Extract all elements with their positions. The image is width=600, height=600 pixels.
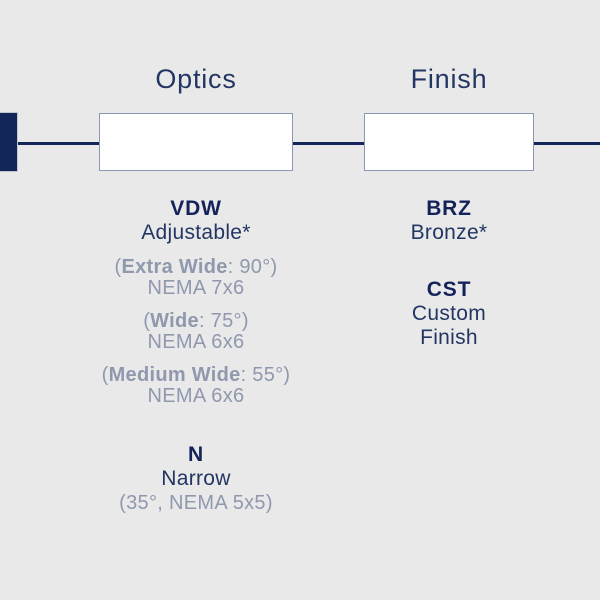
detail-line: (Wide: 75°) (71, 311, 321, 332)
detail-line: (35°, NEMA 5x5) (71, 491, 321, 515)
option-brz: BRZ Bronze* (349, 197, 549, 245)
option-detail-medium-wide: (Medium Wide: 55°) NEMA 6x6 (71, 365, 321, 407)
option-detail-wide: (Wide: 75°) NEMA 6x6 (71, 311, 321, 353)
option-n: N Narrow (35°, NEMA 5x5) (71, 443, 321, 515)
detail-line: (Medium Wide: 55°) (71, 365, 321, 386)
optics-column-title: Optics (155, 64, 237, 94)
detail-bold: Medium Wide (108, 364, 241, 386)
option-vdw: VDW Adjustable* (Extra Wide: 90°) NEMA 7… (71, 197, 321, 407)
option-name-narrow: Narrow (161, 467, 231, 490)
flow-line (0, 142, 600, 145)
optics-code-box (99, 113, 293, 171)
detail-line: (Extra Wide: 90°) (71, 257, 321, 278)
detail-bold: Extra Wide (121, 256, 228, 278)
detail-post: : 75°) (198, 310, 249, 332)
option-code-brz: BRZ (426, 197, 472, 220)
finish-column-title: Finish (410, 64, 488, 94)
detail-pre: ( (101, 364, 109, 386)
finish-options-list: BRZ Bronze* CST Custom Finish (349, 197, 549, 350)
option-name-bronze: Bronze* (410, 221, 488, 244)
detail-pre: ( (143, 310, 151, 332)
detail-nema: NEMA 7x6 (147, 277, 245, 299)
detail-post: (35°, NEMA 5x5) (119, 492, 273, 514)
flow-start-block (0, 112, 18, 172)
detail-pre: ( (114, 256, 122, 278)
option-name-custom-finish: Custom Finish (411, 302, 487, 349)
option-code-n: N (188, 443, 204, 466)
detail-bold: Wide (150, 310, 199, 332)
option-detail-narrow: (35°, NEMA 5x5) (71, 491, 321, 515)
option-code-cst: CST (426, 278, 472, 301)
option-code-vdw: VDW (170, 197, 222, 220)
detail-nema: NEMA 6x6 (147, 385, 245, 407)
option-cst: CST Custom Finish (349, 278, 549, 350)
detail-post: : 90°) (227, 256, 278, 278)
finish-code-box (364, 113, 534, 171)
option-detail-extra-wide: (Extra Wide: 90°) NEMA 7x6 (71, 257, 321, 299)
detail-nema: NEMA 6x6 (147, 331, 245, 353)
detail-post: : 55°) (240, 364, 291, 386)
option-name-adjustable: Adjustable* (141, 221, 251, 244)
optics-options-list: VDW Adjustable* (Extra Wide: 90°) NEMA 7… (71, 197, 321, 515)
